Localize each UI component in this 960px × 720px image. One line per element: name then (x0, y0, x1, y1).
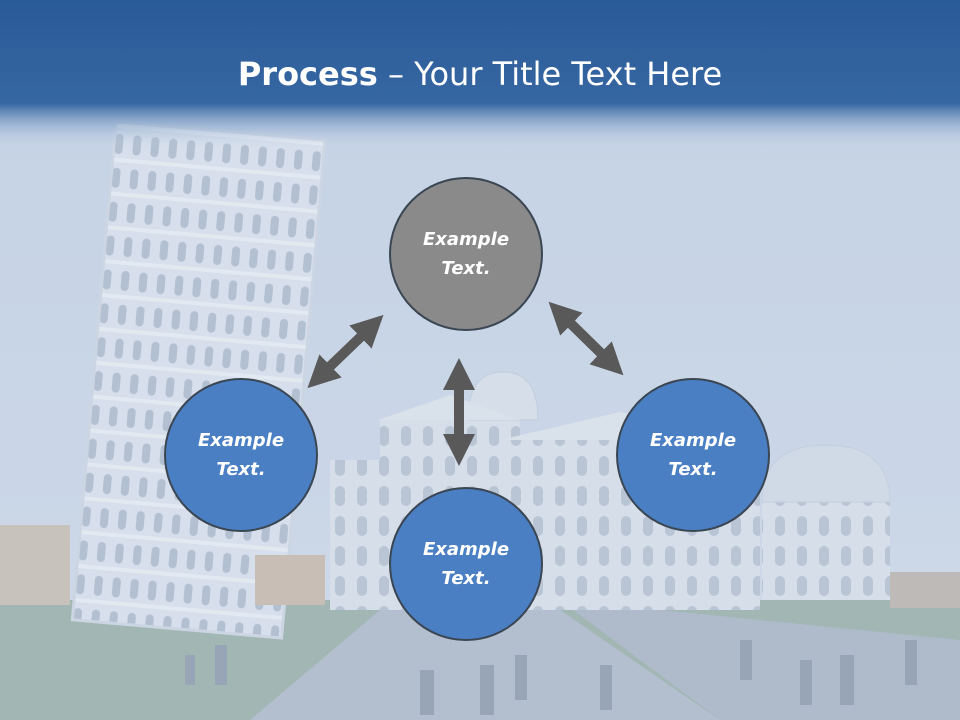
node-right: Example Text. (616, 378, 770, 532)
page-title: Process – Your Title Text Here (0, 52, 960, 96)
node-left-label: Example Text. (197, 430, 285, 480)
node-left: Example Text. (164, 378, 318, 532)
title-rest: – Your Title Text Here (377, 55, 723, 93)
node-bottom-label: Example Text. (422, 539, 510, 589)
node-top-label: Example Text. (422, 229, 510, 279)
arrow-top-left (307, 314, 384, 389)
node-right-label: Example Text. (649, 430, 737, 480)
node-bottom: Example Text. (389, 487, 543, 641)
title-strong: Process (237, 55, 378, 93)
arrow-top-right (548, 301, 624, 376)
node-top: Example Text. (389, 177, 543, 331)
